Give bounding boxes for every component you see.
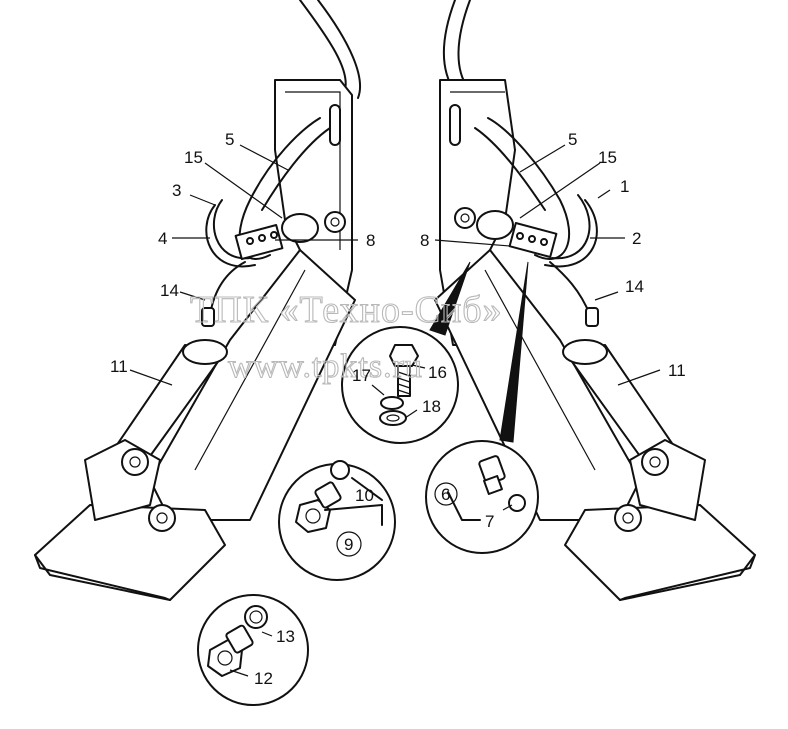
callout-8-right: 8	[420, 231, 429, 250]
callout-6: 6	[441, 485, 450, 504]
detail-fitting-circle-bottom	[197, 594, 309, 706]
right-hose-loop	[487, 117, 570, 260]
callout-6-ring	[434, 482, 458, 506]
detail-union-circle-right	[425, 261, 539, 554]
callout-17: 17	[352, 366, 371, 385]
left-assembly	[34, 0, 362, 601]
callout-11-right: 11	[668, 361, 686, 380]
callout-5-right: 5	[568, 130, 577, 149]
detail-union-circle-middle	[278, 460, 396, 581]
callout-9-ring	[336, 531, 362, 557]
callout-12: 12	[254, 669, 273, 688]
callout-3: 3	[172, 181, 181, 200]
callout-9: 9	[344, 535, 353, 554]
callout-10: 10	[355, 486, 374, 505]
callout-18: 18	[422, 397, 441, 416]
callout-14-left: 14	[160, 281, 179, 300]
callout-7: 7	[485, 512, 494, 531]
right-foot-pad	[564, 504, 756, 601]
callout-5-left: 5	[225, 130, 234, 149]
callout-15-right: 15	[598, 148, 617, 167]
callout-4: 4	[158, 229, 167, 248]
watermark-url: www.tpkts.ru	[228, 348, 423, 385]
callout-14-right: 14	[625, 277, 644, 296]
right-assembly	[434, 0, 756, 601]
detail-bolt-circle	[341, 261, 471, 444]
callout-11-left: 11	[110, 357, 128, 376]
left-foot-pad	[34, 504, 226, 601]
leader-lines	[129, 144, 661, 677]
watermark: ТПК «Техно-Сиб» www.tpkts.ru	[189, 288, 503, 385]
callout-13: 13	[276, 627, 295, 646]
left-valve-block	[234, 223, 284, 261]
callout-1: 1	[620, 177, 629, 196]
callout-16: 16	[428, 363, 447, 382]
callout-8-left: 8	[366, 231, 375, 250]
callout-numbers: 5 15 3 4 8 14 11 5 15 1 2 8 14 11 16 17 …	[110, 130, 686, 688]
watermark-company: ТПК «Техно-Сиб»	[190, 289, 503, 331]
callout-2: 2	[632, 229, 641, 248]
callout-15-left: 15	[184, 148, 203, 167]
